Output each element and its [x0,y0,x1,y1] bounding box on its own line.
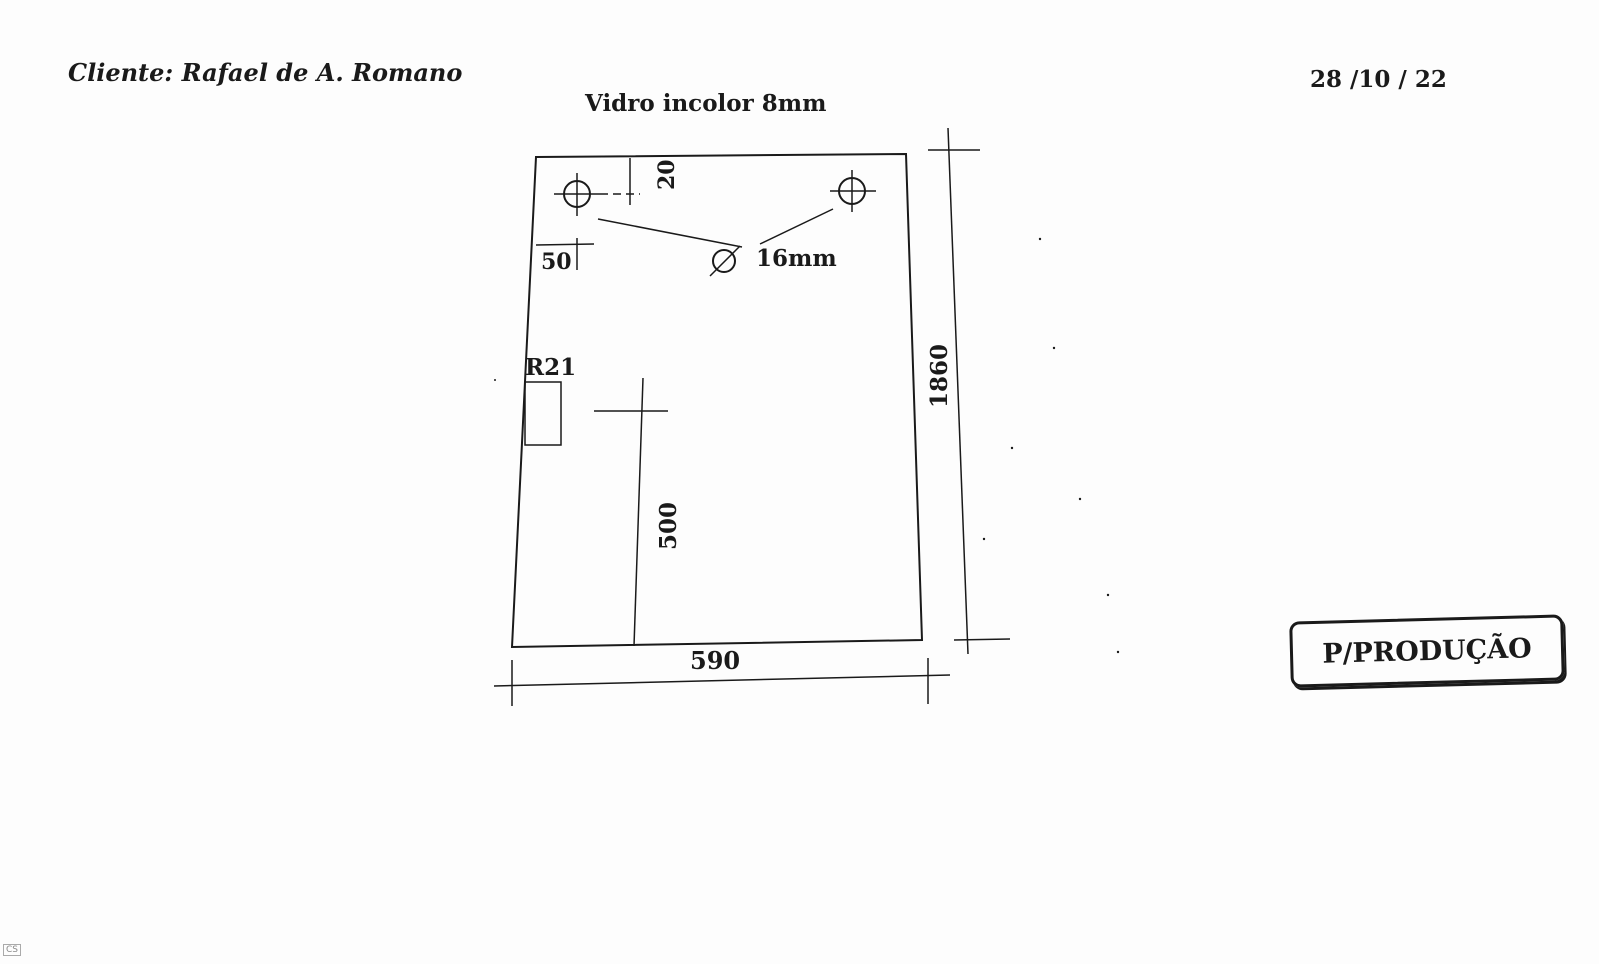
height-dimension-line [928,127,1011,655]
scan-specks [494,237,1120,654]
document-date: 28 /10 / 22 [1310,66,1447,93]
top-offset-label: 20 [654,159,680,190]
client-name: Cliente: Rafael de A. Romano [68,58,463,87]
diameter-leader-right [759,208,834,245]
height-label: 1860 [926,344,953,408]
side-offset-label: 50 [541,249,572,275]
notch-r21 [524,381,562,446]
glass-panel-outline [510,152,924,649]
hole-left [554,173,640,216]
hole-right [830,170,876,212]
width-dimension-line [493,658,951,706]
hole-diameter-label: 16mm [756,245,837,272]
notch-label: R21 [525,354,576,381]
side-offset-marker [535,238,595,270]
notch-position-label: 500 [655,502,682,550]
production-stamp: P/PRODUÇÃO [1289,614,1565,688]
width-label: 590 [690,646,740,675]
scanner-logo: CS [3,944,21,956]
diameter-leader-left [597,218,743,248]
notch-position-line [633,377,644,647]
diameter-symbol [709,245,741,277]
glass-spec: Vidro incolor 8mm [585,90,827,117]
